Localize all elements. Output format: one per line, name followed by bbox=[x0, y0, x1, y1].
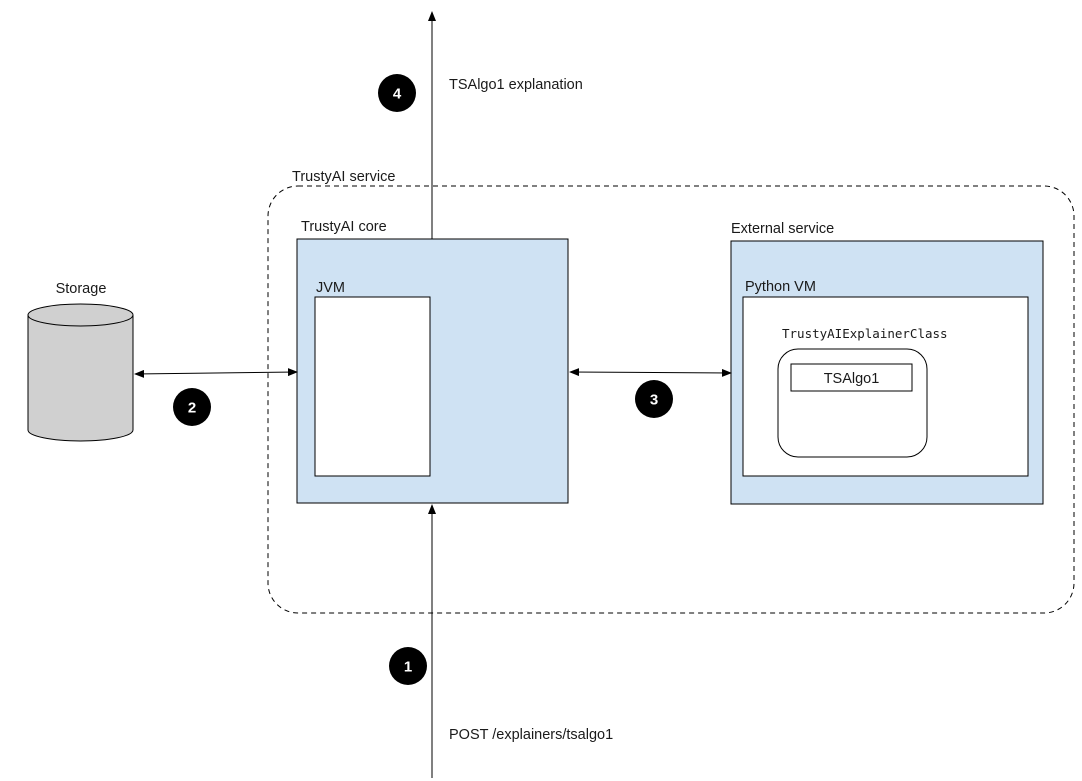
jvm-label: JVM bbox=[316, 280, 345, 296]
trustyai-service-label: TrustyAI service bbox=[292, 169, 395, 185]
request-label: POST /explainers/tsalgo1 bbox=[449, 727, 613, 743]
storage-jvm-arrow bbox=[134, 368, 298, 378]
trustyai-service-boundary bbox=[267, 185, 1075, 614]
step-badge-2: 2 bbox=[173, 388, 211, 426]
tsalgo1-label: TSAlgo1 bbox=[824, 371, 880, 387]
external-service-label: External service bbox=[731, 221, 834, 237]
step-badge-1: 1 bbox=[389, 647, 427, 685]
svg-text:1: 1 bbox=[404, 659, 412, 676]
tsalgo1-box bbox=[790, 363, 913, 392]
step-badge-4: 4 bbox=[378, 74, 416, 112]
storage-label: Storage bbox=[56, 281, 107, 297]
svg-text:4: 4 bbox=[393, 86, 402, 103]
svg-text:2: 2 bbox=[188, 400, 196, 417]
trustyai-core-label: TrustyAI core bbox=[301, 219, 387, 235]
storage-cylinder-icon bbox=[27, 303, 134, 442]
response-label: TSAlgo1 explanation bbox=[449, 77, 583, 93]
step-badge-3: 3 bbox=[635, 380, 673, 418]
python-vm-label: Python VM bbox=[745, 279, 816, 295]
svg-text:3: 3 bbox=[650, 392, 658, 409]
explainer-class-label: TrustyAIExplainerClass bbox=[782, 326, 948, 341]
core-external-arrow bbox=[569, 368, 732, 377]
jvm-box bbox=[314, 296, 431, 477]
